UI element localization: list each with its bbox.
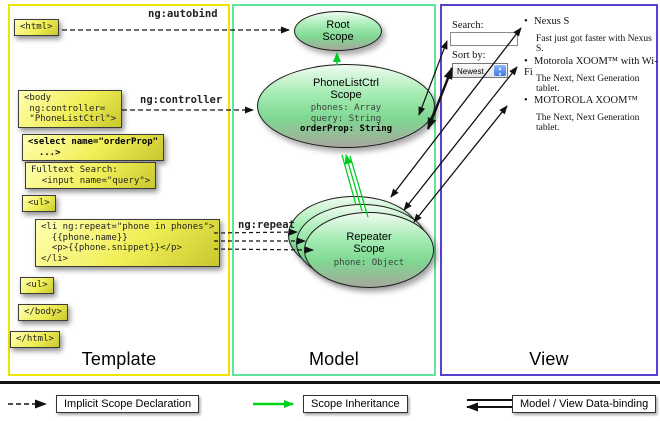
code-select: <select name="orderProp" ...> xyxy=(22,134,165,161)
phonelistctrl-scope-title-line2: Scope xyxy=(330,89,362,102)
dropdown-stepper-icon: ▲▼ xyxy=(494,65,506,77)
view-column-label: View xyxy=(529,349,569,369)
sort-by-label: Sort by: xyxy=(452,50,486,61)
search-label: Search: xyxy=(452,20,484,31)
root-scope-ellipse: Root Scope xyxy=(294,11,382,51)
label-ng-controller: ng:controller xyxy=(140,94,223,106)
root-scope-title-line1: Root xyxy=(326,19,350,31)
code-body-open: <body ng:controller= "PhoneListCtrl"> xyxy=(18,90,123,128)
scope-prop-orderprop: orderProp: String xyxy=(299,124,393,135)
code-html-close: </html> xyxy=(10,331,60,348)
legend-divider xyxy=(0,381,660,384)
legend-implicit-scope-declaration: Implicit Scope Declaration xyxy=(56,395,200,413)
code-li-repeat: <li ng:repeat="phone in phones"> {{phone… xyxy=(35,219,221,267)
phone-desc: The Next, Next Generation tablet. xyxy=(536,113,640,133)
bullet-icon: • xyxy=(524,16,528,27)
repeater-scope-ellipse-front: Repeater Scope phone: Object xyxy=(304,212,434,288)
label-ng-repeat: ng:repeat xyxy=(238,219,295,231)
list-item: •Motorola XOOM™ with Wi-Fi xyxy=(524,56,660,78)
phone-desc: Fast just got faster with Nexus S. xyxy=(536,34,652,54)
phone-name: Nexus S xyxy=(534,16,570,27)
list-item: • MOTOROLA XOOM™ xyxy=(524,95,638,106)
phonelistctrl-scope-title-line1: PhoneListCtrl xyxy=(312,77,380,90)
phone-name: Motorola XOOM™ with Wi-Fi xyxy=(524,56,658,78)
code-ul-second: <ul> xyxy=(20,277,54,294)
phonelistctrl-scope-ellipse: PhoneListCtrl Scope phones: Array query:… xyxy=(257,64,435,148)
template-column-label: Template xyxy=(81,349,157,369)
repeater-scope-title-line1: Repeater xyxy=(346,231,392,244)
bullet-icon: • xyxy=(524,95,528,106)
repeater-scope-title-line2: Scope xyxy=(353,243,385,256)
scope-prop-query: query: String xyxy=(310,113,382,124)
model-column: Model xyxy=(232,4,436,376)
legend-model-view-data-binding: Model / View Data-binding xyxy=(512,395,657,413)
sort-dropdown-value: Newest xyxy=(457,67,484,76)
code-body-close: </body> xyxy=(18,304,68,321)
search-input[interactable] xyxy=(450,32,518,46)
sort-dropdown[interactable]: Newest ▲▼ xyxy=(452,63,508,78)
legend-scope-inheritance: Scope Inheritance xyxy=(303,395,408,413)
root-scope-title-line2: Scope xyxy=(322,31,354,43)
phone-desc: The Next, Next Generation tablet. xyxy=(536,74,640,94)
label-ng-autobind: ng:autobind xyxy=(148,8,218,20)
code-html-open: <html> xyxy=(14,19,59,36)
code-ul-open: <ul> xyxy=(22,195,56,212)
bullet-icon: • xyxy=(524,56,528,67)
scope-prop-phones: phones: Array xyxy=(310,103,382,114)
list-item: • Nexus S xyxy=(524,16,569,27)
model-column-label: Model xyxy=(308,349,360,369)
phone-name: MOTOROLA XOOM™ xyxy=(534,95,638,106)
scope-prop-phone: phone: Object xyxy=(333,258,405,269)
code-fulltext-search: Fulltext Search: <input name="query"> xyxy=(25,162,157,189)
